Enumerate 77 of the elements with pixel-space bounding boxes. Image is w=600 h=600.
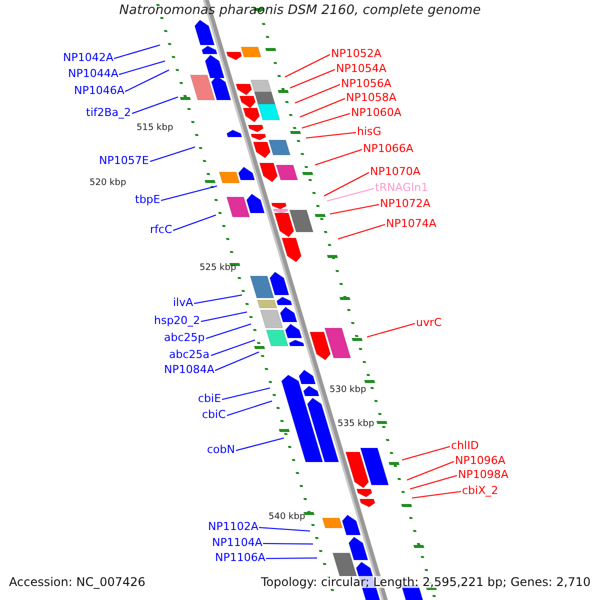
leader-line [262,543,314,544]
leader-line [124,70,170,92]
gene-label: cbiC [202,408,226,420]
scale-label: 535 kbp [338,420,374,428]
leader-line [150,146,196,162]
gene-label: NP1060A [351,106,402,118]
leader-line [306,132,356,138]
leader-line [402,446,450,460]
leader-line [324,172,370,196]
leader-line [206,324,252,339]
gene-label: NP1102A [208,520,258,532]
leader-line [290,69,336,88]
gene-label: NP1104A [212,536,262,548]
leader-line [210,340,256,356]
leader-line [330,204,380,214]
gene-label: tif2Ba_2 [86,106,132,118]
leader-line [314,149,362,166]
leader-line [410,475,458,490]
scale-label: 515 kbp [136,124,174,132]
gene-label: NP1052A [331,48,382,58]
leader-line [172,214,216,231]
gene-label: cbiX_2 [462,484,498,496]
gene-label: NP1096A [455,454,506,466]
gene-label: hisG [357,126,382,136]
gene-label: NP1098A [458,468,508,480]
gene-label: NP1056A [341,78,392,88]
gene-label: cobN [207,444,235,454]
leader-line [326,188,374,202]
leader-line [214,352,260,371]
gene-label: hsp20_2 [154,314,200,326]
gene-label: NP1074A [386,218,436,228]
leader-line [266,558,318,559]
gene-label: NP1084A [164,364,214,374]
accession-label: Accession: NC_007426 [9,576,146,588]
leader-line [236,438,284,451]
scale-label: 525 kbp [200,264,236,272]
gene-label: abc25a [169,348,210,360]
leader-line [300,98,346,118]
gene-label: chlID [451,440,479,450]
gene-label: NP1070A [370,166,420,176]
leader-line [200,312,248,322]
gene-label: abc25p [164,332,205,342]
gene-label: NP1066A [363,142,414,154]
gene-label: tbpE [135,194,160,204]
scale-label: 530 kbp [330,386,366,394]
gene-label: NP1054A [336,62,386,74]
gene-label: NP1058A [346,92,396,102]
scale-label: 540 kbp [268,512,306,522]
leader-line [294,84,340,104]
leader-line [338,224,386,240]
gene-label: uvrC [416,316,442,328]
leader-line [302,113,350,128]
scale-label: 520 kbp [90,178,126,188]
gene-label: rfcC [150,224,172,234]
leader-line [160,186,218,201]
leader-line [194,294,242,304]
gene-label: ilvA [173,296,194,308]
leader-line [412,491,462,498]
leader-line [258,527,310,532]
leader-line [222,388,270,400]
leader-line [226,400,272,416]
leader-line [132,96,178,114]
gene-label: NP1072A [380,198,430,208]
title: Natronomonas pharaonis DSM 2160, complete genome [118,4,482,17]
leader-line [118,60,166,75]
gene-label: NP1057E [99,154,149,166]
gene-label: NP1044A [68,68,118,78]
leader-line [406,461,454,480]
leader-line [366,323,416,338]
gene-label: NP1046A [74,84,124,96]
leader-line [114,44,160,59]
gene-label: tRNAGln1 [375,182,428,192]
gene-label: NP1106A [215,552,266,562]
gene-label: NP1042A [63,52,114,62]
genome-stats-label: Topology: circular; Length: 2,595,221 bp; Genes: 2,710 [261,576,591,588]
leader-line [284,54,330,78]
gene-label: cbiE [198,392,222,404]
